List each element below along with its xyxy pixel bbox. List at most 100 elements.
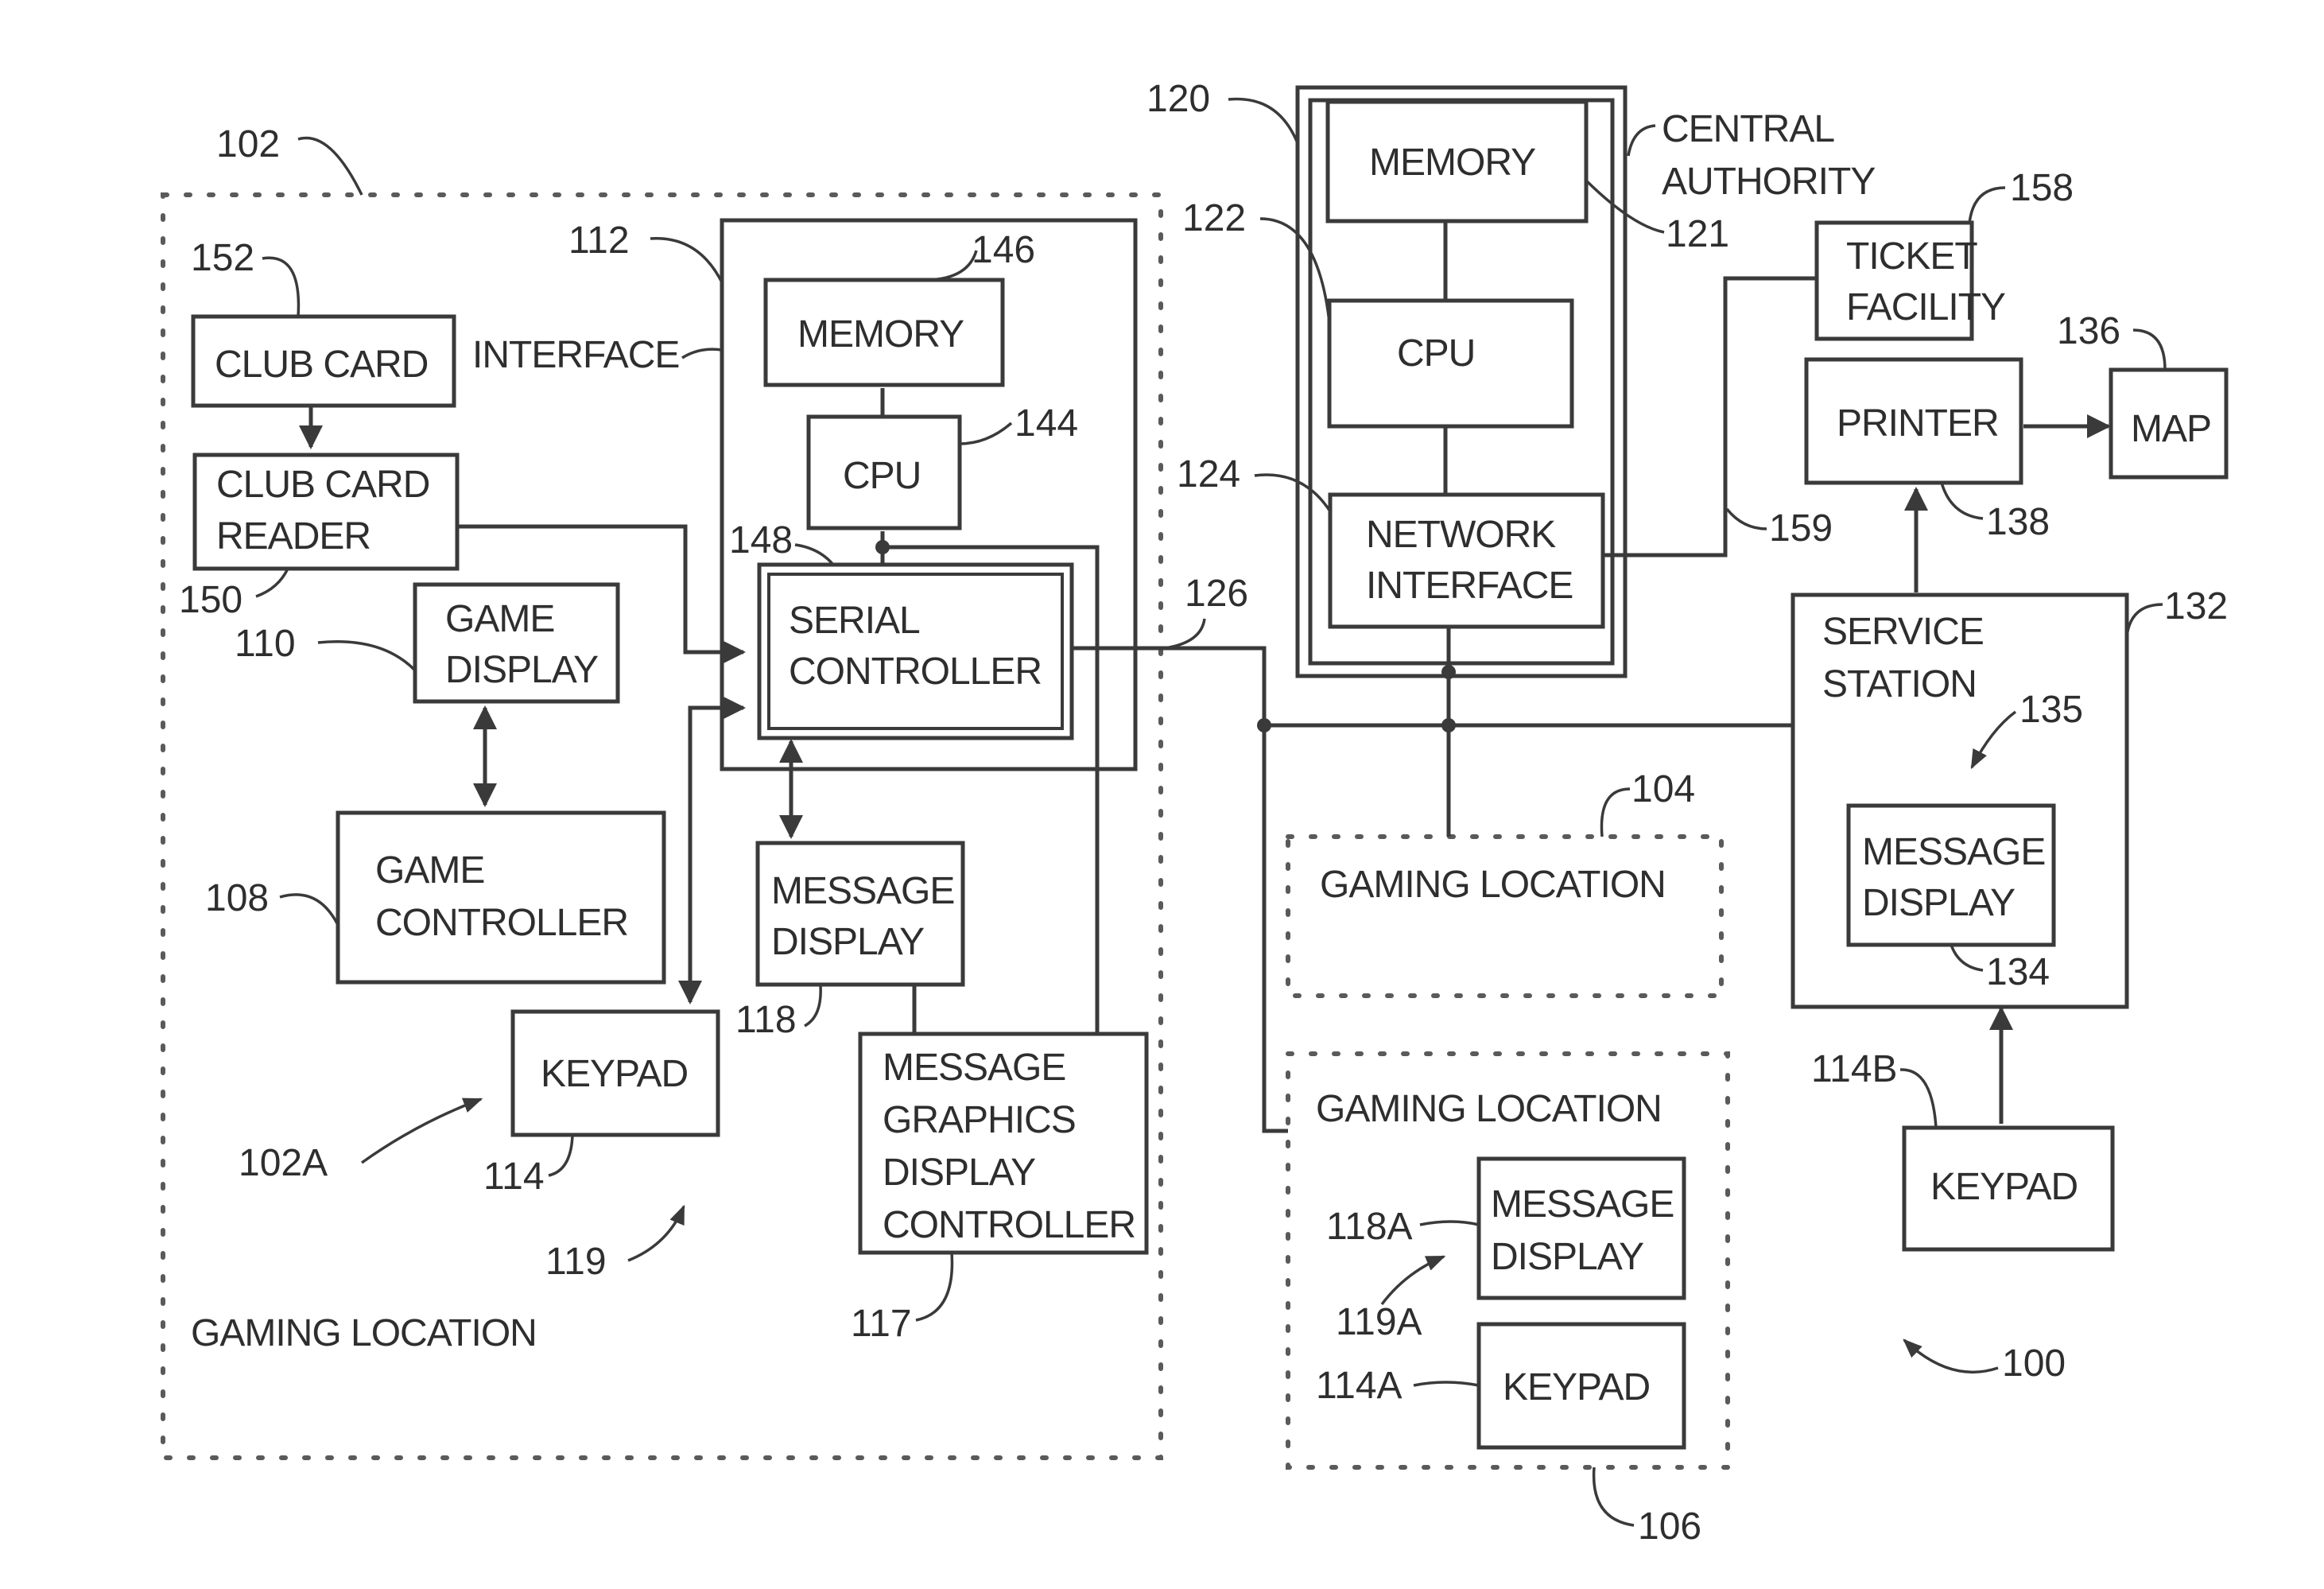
svg-text:MEMORY: MEMORY [797,313,964,355]
svg-text:CONTROLLER: CONTROLLER [883,1204,1135,1246]
svg-text:TICKET: TICKET [1846,235,1977,278]
keypad-114a-block: KEYPAD [1479,1324,1684,1447]
ref-114-leader [549,1136,572,1175]
svg-text:SERIAL: SERIAL [789,600,920,642]
ref-144: 144 [1015,402,1078,445]
game-controller-block: GAME CONTROLLER [338,813,664,982]
ref-126-leader [1165,619,1205,648]
message-display-118a-block: MESSAGE DISPLAY [1479,1159,1684,1298]
ref-134: 134 [1986,951,2050,993]
ref-132-leader [2127,604,2163,636]
ref-136-leader [2133,330,2165,370]
junction-central-bus [1441,718,1456,732]
ref-117-leader [916,1253,952,1320]
junction-network-126 [1257,718,1271,732]
ref-100-arrow [1904,1340,1998,1372]
ref-102a-arrow [362,1099,481,1163]
map-block: MAP [2111,370,2226,477]
ref-121: 121 [1666,213,1729,255]
svg-text:MESSAGE: MESSAGE [771,870,954,912]
ref-102a: 102A [239,1142,328,1184]
ref-114a-leader [1414,1382,1479,1385]
message-display-118-block: MESSAGE DISPLAY [758,843,963,985]
svg-text:MESSAGE: MESSAGE [1491,1183,1674,1226]
ref-118a-leader [1420,1222,1479,1225]
ref-102-leader [298,138,362,195]
ref-108: 108 [205,877,269,919]
network-interface-block: NETWORK INTERFACE [1330,495,1603,627]
ref-120: 120 [1146,78,1210,120]
svg-text:GAME: GAME [375,849,484,892]
ref-135: 135 [2019,689,2083,731]
ref-146: 146 [972,229,1035,271]
ref-110-leader [318,642,415,670]
ref-132: 132 [2164,585,2228,627]
ref-159: 159 [1769,507,1833,550]
interface-label: INTERFACE [472,334,679,376]
ref-118a: 118A [1326,1206,1413,1248]
message-graphics-controller-block: MESSAGE GRAPHICS DISPLAY CONTROLLER [860,1034,1146,1253]
ref-122: 122 [1182,197,1246,239]
gaming-location-region-104 [1288,837,1721,996]
svg-text:FACILITY: FACILITY [1846,286,2005,328]
ref-158: 158 [2010,167,2074,209]
svg-text:GRAPHICS: GRAPHICS [883,1099,1076,1141]
svg-text:STATION: STATION [1822,663,1977,705]
svg-text:CLUB CARD: CLUB CARD [215,344,428,386]
ref-148: 148 [729,519,793,561]
svg-text:MAP: MAP [2131,408,2211,450]
junction-cpu-bus [875,540,890,554]
svg-text:DISPLAY: DISPLAY [445,649,598,691]
central-authority-label-1: CENTRAL [1662,108,1834,150]
ref-118-leader [805,986,821,1026]
junction-network-interface [1441,665,1456,679]
ref-150-leader [256,569,288,596]
ref-159-leader [1727,509,1767,529]
ref-150: 150 [179,579,242,621]
svg-text:MEMORY: MEMORY [1369,142,1535,184]
ref-104: 104 [1631,768,1695,810]
ref-119a-arrow [1382,1257,1444,1304]
svg-text:PRINTER: PRINTER [1837,402,1999,445]
svg-text:KEYPAD: KEYPAD [1503,1366,1650,1408]
ref-104-leader [1601,789,1630,837]
svg-text:DISPLAY: DISPLAY [1491,1236,1643,1278]
svg-text:DISPLAY: DISPLAY [1862,882,2015,924]
ref-158-leader [1969,188,2005,223]
interface-memory-block: MEMORY [766,280,1003,385]
ref-114b-leader [1900,1070,1936,1128]
ref-114b: 114B [1811,1048,1898,1090]
svg-text:DISPLAY: DISPLAY [883,1152,1035,1194]
svg-text:NETWORK: NETWORK [1366,514,1556,556]
ref-108-leader [280,895,338,925]
svg-text:CLUB CARD: CLUB CARD [216,464,429,506]
interface-cpu-block: CPU [809,417,960,528]
ref-136: 136 [2057,310,2120,352]
ref-112-leader [650,239,722,282]
ref-118: 118 [735,999,797,1041]
ref-119-arrow [628,1206,684,1261]
svg-text:KEYPAD: KEYPAD [1930,1166,2078,1208]
ref-106-leader [1594,1467,1634,1525]
ref-152-leader [262,258,298,317]
gaming-location-label-102: GAMING LOCATION [191,1312,537,1354]
gaming-location-label-104: GAMING LOCATION [1320,864,1666,906]
ref-124: 124 [1177,453,1240,495]
message-display-134-block: MESSAGE DISPLAY [1849,806,2054,945]
svg-text:KEYPAD: KEYPAD [541,1053,688,1095]
ref-117: 117 [851,1303,912,1345]
ticket-facility-block: TICKET FACILITY [1817,223,2005,339]
ref-138-leader [1942,483,1983,519]
svg-text:CONTROLLER: CONTROLLER [789,651,1042,693]
game-display-block: GAME DISPLAY [415,585,618,701]
ref-126: 126 [1185,573,1248,615]
ref-112: 112 [568,220,630,262]
svg-text:SERVICE: SERVICE [1822,611,1984,653]
svg-text:GAME: GAME [445,598,554,640]
ref-119a: 119A [1336,1301,1422,1343]
ref-106: 106 [1638,1505,1701,1548]
serial-controller-block: SERIAL CONTROLLER [759,565,1072,738]
club-card-reader-block: CLUB CARD READER [195,455,457,569]
printer-block: PRINTER [1806,359,2021,483]
